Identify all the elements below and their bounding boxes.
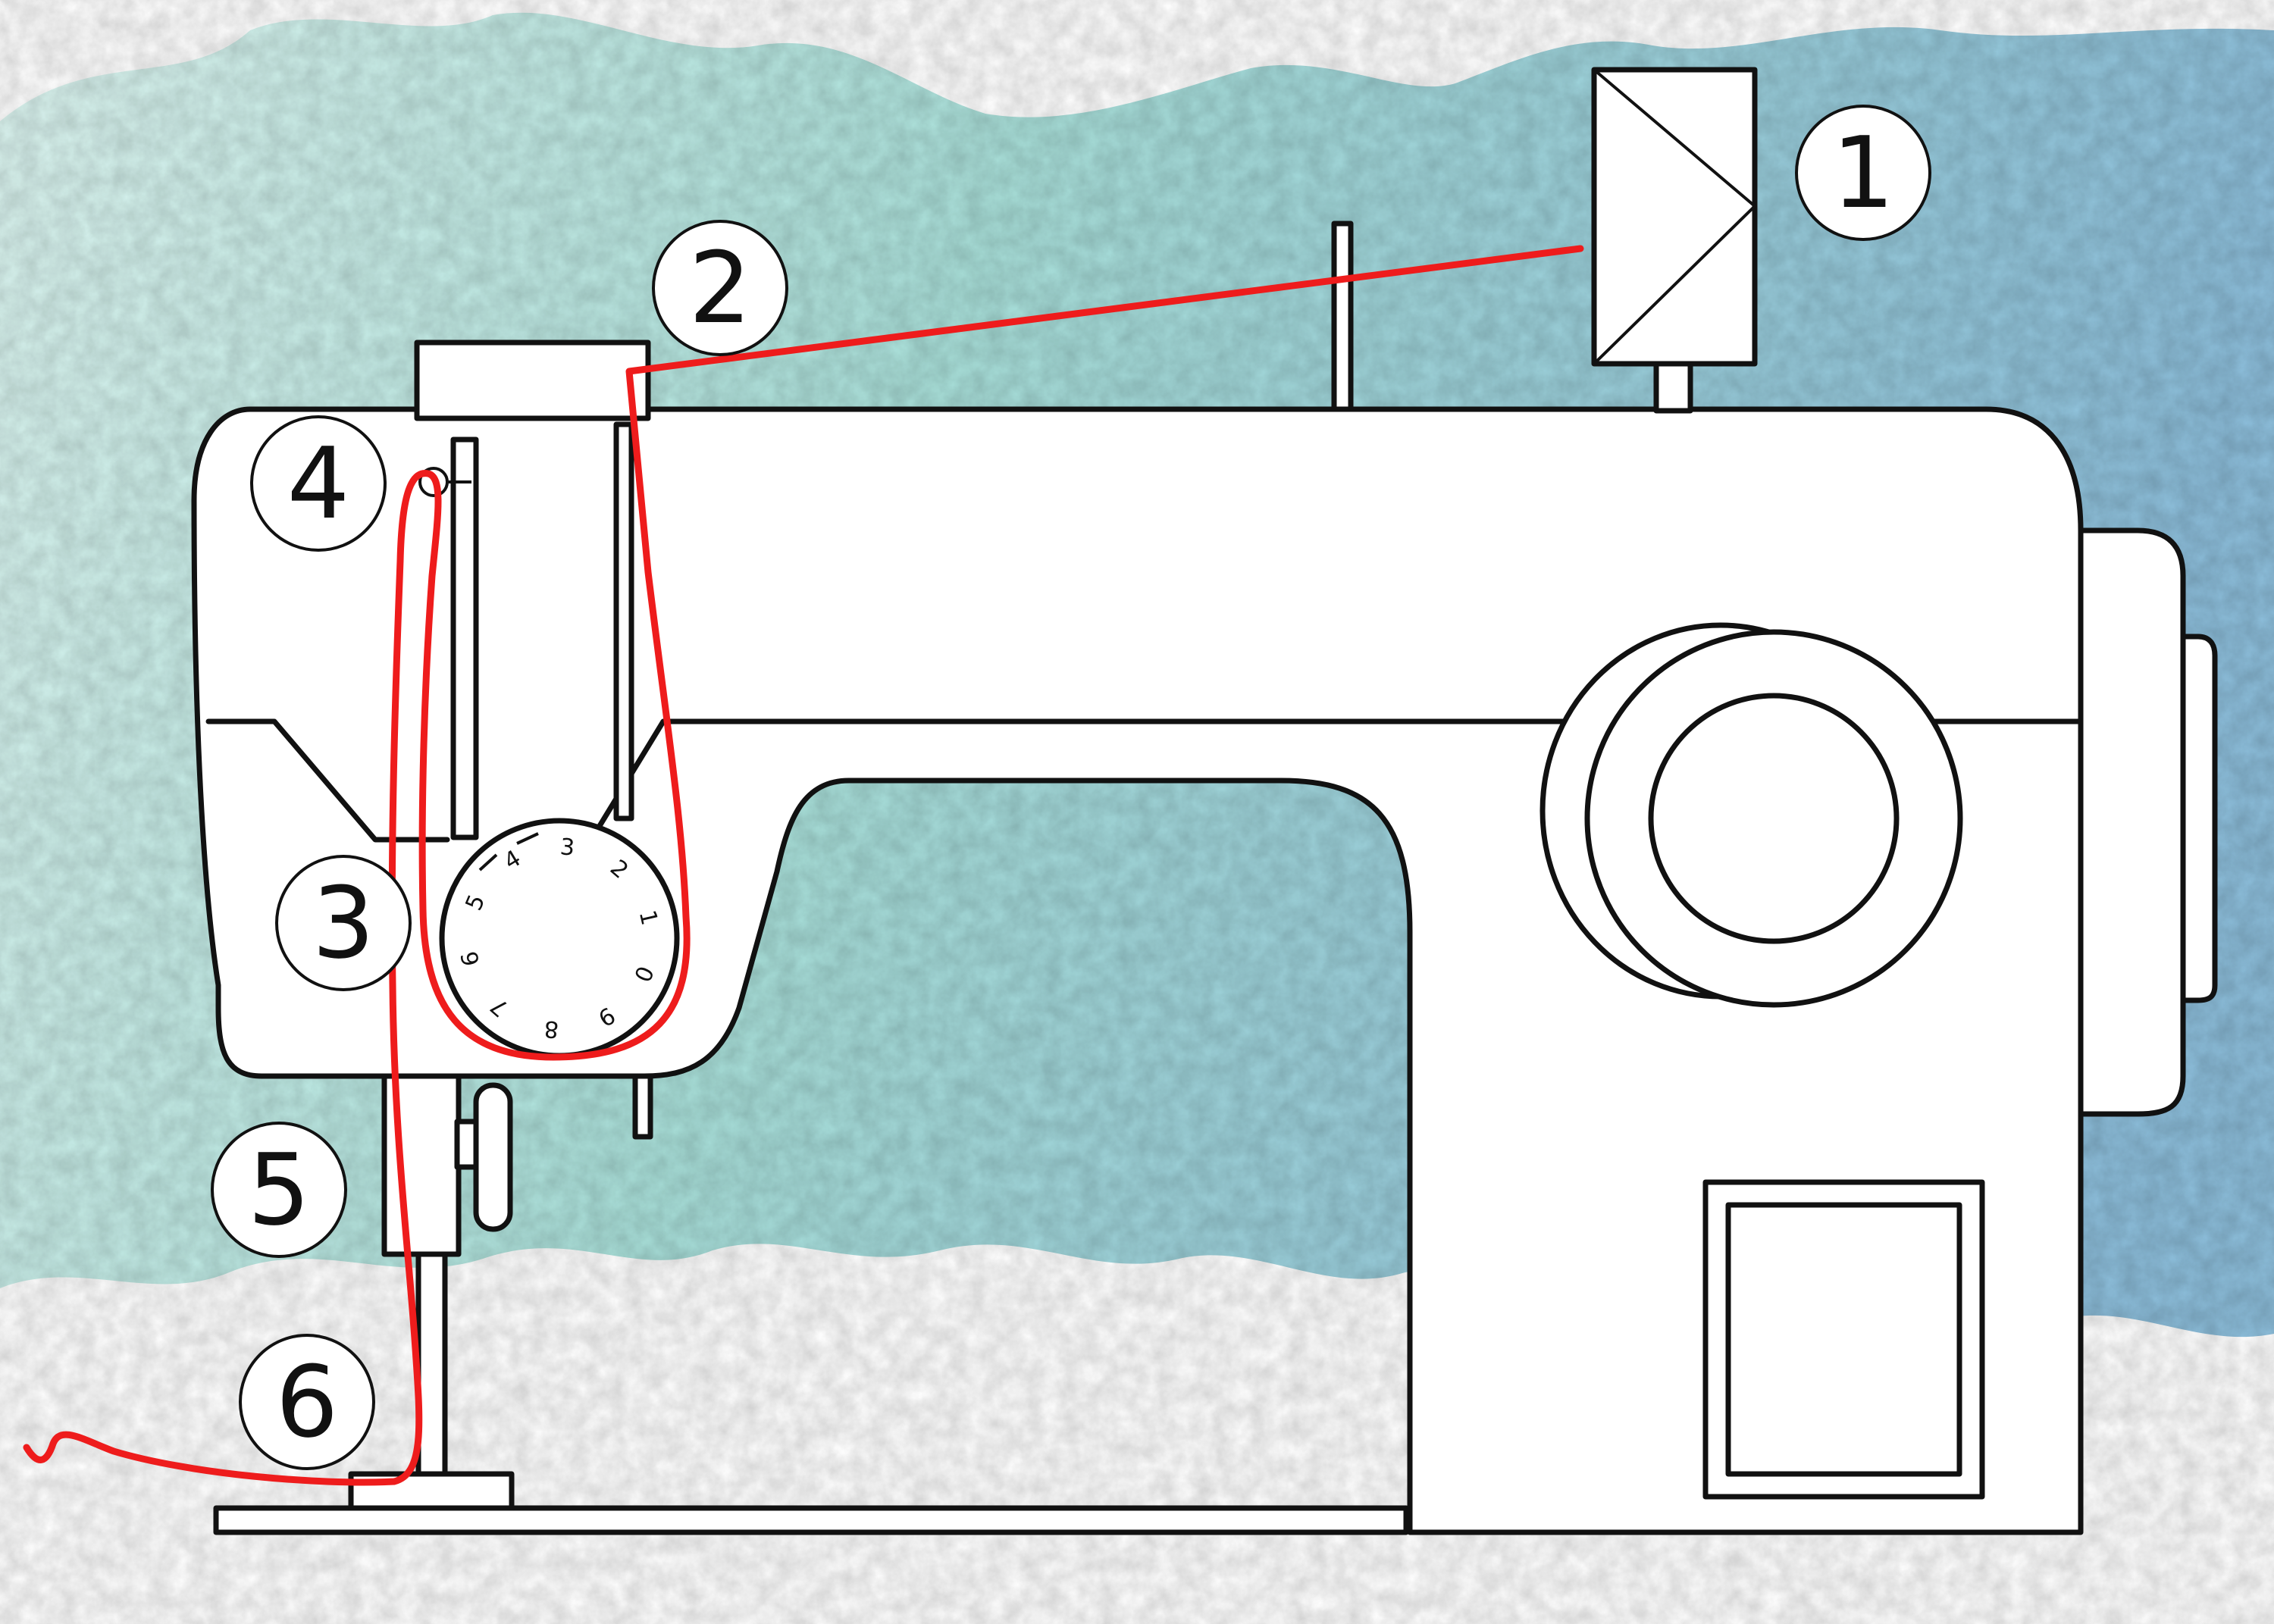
needle-clamp-screw[interactable] — [473, 1082, 513, 1232]
step-label-6: 6 — [276, 1344, 339, 1460]
step-markers: 1 2 3 4 5 6 — [211, 105, 1931, 1470]
step-marker-1: 1 — [1795, 105, 1931, 241]
step-label-4: 4 — [287, 426, 350, 541]
head-seam — [205, 718, 450, 843]
take-up-slot — [450, 437, 479, 840]
step-label-5: 5 — [248, 1132, 311, 1247]
step-marker-6: 6 — [239, 1334, 375, 1470]
step-marker-4: 4 — [250, 415, 387, 552]
needle — [415, 1251, 448, 1477]
step-marker-2: 2 — [652, 220, 788, 356]
spool-thread-lines — [1593, 68, 1757, 365]
dial-number-8: 8 — [543, 1015, 559, 1043]
dial-number-3: 3 — [559, 834, 575, 862]
spool-of-thread — [1591, 67, 1758, 367]
bobbin-winder-pin — [1331, 221, 1354, 412]
thread-line — [23, 245, 1584, 1486]
presser-lever[interactable] — [632, 1073, 653, 1140]
thread-guide — [414, 340, 651, 421]
balance-wheel-hub — [1648, 693, 1900, 944]
step-label-1: 1 — [1832, 115, 1895, 230]
step-label-2: 2 — [689, 230, 752, 346]
thread-path — [23, 245, 1584, 1486]
guide-rod — [613, 421, 634, 821]
bobbin-cover-inner — [1725, 1202, 1962, 1477]
step-label-3: 3 — [312, 865, 375, 981]
step-marker-3: 3 — [275, 855, 412, 991]
base-plate — [213, 1505, 1409, 1535]
spool-pin-post — [1653, 361, 1693, 414]
step-marker-5: 5 — [211, 1122, 347, 1258]
handwheel-housing — [2078, 527, 2186, 1117]
handwheel-rim — [2180, 634, 2218, 1003]
